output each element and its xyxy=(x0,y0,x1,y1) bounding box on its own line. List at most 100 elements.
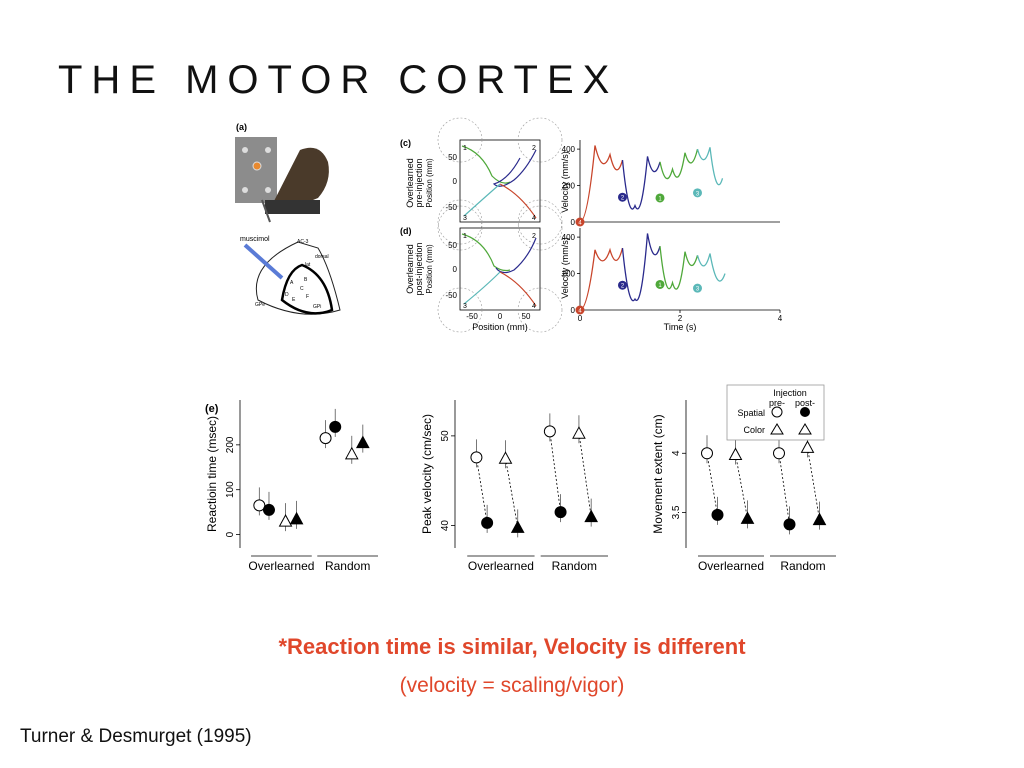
velocity-tick-label: 400 xyxy=(562,233,576,242)
velocity-marker-label: 3 xyxy=(696,191,700,197)
color-post-point xyxy=(289,511,304,525)
velocity-tick-label: 200 xyxy=(562,270,576,279)
citation: Turner & Desmurget (1995) xyxy=(20,726,252,747)
velocity-trace-segment xyxy=(659,148,699,180)
velocity-xlabel: Time (s) xyxy=(664,322,697,332)
tick-label: 0 xyxy=(453,177,458,186)
spatial-post-point xyxy=(262,503,275,516)
tick-label: -50 xyxy=(445,203,457,212)
spatial-post-point xyxy=(554,506,567,519)
velocity-marker xyxy=(655,279,665,289)
velocity-trace-segment xyxy=(579,247,624,311)
velocity-marker-label: 2 xyxy=(621,196,625,202)
area-label: lat xyxy=(305,262,311,268)
area-label: A xyxy=(290,280,294,286)
injection-needle xyxy=(243,243,284,280)
xlabel-position: Position (mm) xyxy=(472,322,528,332)
color-pre-point xyxy=(572,426,586,439)
area-label: C xyxy=(300,286,304,292)
note-sub: (velocity = scaling/vigor) xyxy=(399,674,625,697)
velocity-marker xyxy=(575,217,585,227)
color-post-point xyxy=(510,520,525,533)
corner-number: 1 xyxy=(463,233,467,240)
corner-number: 3 xyxy=(463,303,467,310)
category-label: Overlearned xyxy=(468,559,534,573)
legend-post: post- xyxy=(795,398,815,408)
spatial-pre-point xyxy=(319,432,332,445)
category-label: Random xyxy=(552,559,597,573)
velocity-marker-label: 2 xyxy=(621,284,625,290)
trace-green xyxy=(461,145,511,184)
trace-blue xyxy=(492,149,537,187)
slide-title: THE MOTOR CORTEX xyxy=(58,58,619,102)
corner-number: 4 xyxy=(532,215,536,222)
area-label: B xyxy=(304,277,308,283)
legend-open-circle xyxy=(771,406,783,418)
velocity-ylabel-c: Velocity (mm/s) xyxy=(560,151,570,213)
velocity-marker xyxy=(575,305,585,315)
gpi-outline xyxy=(280,263,334,315)
velocity-marker xyxy=(693,283,702,293)
corner-number: 3 xyxy=(463,215,467,222)
area-label: GPe xyxy=(255,302,265,308)
scatter-tick-label: 50 xyxy=(440,430,451,442)
spatial-post-point xyxy=(711,508,724,521)
category-label: Random xyxy=(325,559,370,573)
category-label: Overlearned xyxy=(248,559,314,573)
chair xyxy=(265,200,320,214)
velocity-tick-label: 0 xyxy=(571,306,576,315)
tick-label: -50 xyxy=(445,291,457,300)
velocity-marker-label: 1 xyxy=(658,283,662,289)
velocity-tick-label: 2 xyxy=(678,314,683,323)
tick-label: -50 xyxy=(466,312,478,321)
velocity-marker xyxy=(618,280,627,290)
velocity-tick-label: 0 xyxy=(571,218,576,227)
category-label: Random xyxy=(780,559,825,573)
pre-post-connector xyxy=(476,457,488,523)
velocity-tick-label: 200 xyxy=(562,182,576,191)
velocity-trace-segment xyxy=(579,145,624,223)
legend-row-spatial: Spatial xyxy=(737,408,765,418)
pre-post-connector xyxy=(706,453,718,515)
velocity-plots: Velocity (mm/s) Velocity (mm/s) Time (s)… xyxy=(560,140,783,332)
velocity-marker xyxy=(655,193,665,203)
velocity-trace-segment xyxy=(696,147,724,186)
velocity-trace-segment xyxy=(621,233,661,302)
corner-number: 2 xyxy=(532,145,536,152)
spatial-pre-point xyxy=(543,425,556,438)
trace-cyan xyxy=(463,183,501,217)
target-circle xyxy=(265,147,271,153)
scatter-ylabel: Movement extent (cm) xyxy=(651,414,665,533)
tick-label: 50 xyxy=(522,312,531,321)
velocity-ylabel-d: Velocity (mm/s) xyxy=(560,237,570,299)
area-label: dorsal xyxy=(315,254,329,260)
tick-label: 0 xyxy=(498,312,503,321)
velocity-marker-label: 3 xyxy=(696,287,700,293)
velocity-trace-segment xyxy=(659,246,699,290)
injection-label: muscimol xyxy=(240,236,270,243)
spatial-pre-point xyxy=(773,447,785,460)
color-post-point xyxy=(584,509,599,523)
corner-number: 4 xyxy=(532,303,536,310)
panel-c-d-position: (c) (d) Overlearned pre-injection Positi… xyxy=(400,117,563,333)
color-pre-point xyxy=(498,451,513,464)
legend-row-color: Color xyxy=(743,425,765,435)
brain-outline xyxy=(255,241,341,315)
area-label: E xyxy=(292,297,296,303)
color-pre-point xyxy=(800,440,815,453)
pre-post-connector xyxy=(549,431,561,513)
tick-label: 50 xyxy=(448,153,457,162)
pre-post-connector xyxy=(807,447,820,520)
trace-red xyxy=(499,183,537,219)
legend-pre: pre- xyxy=(769,398,785,408)
spatial-pre-point xyxy=(470,451,483,464)
row-label-c-1: Overlearned xyxy=(405,158,415,208)
velocity-tick-label: 4 xyxy=(778,314,783,323)
area-label: D xyxy=(285,292,289,298)
area-label: GPi xyxy=(313,304,321,310)
color-post-point xyxy=(812,512,827,526)
scatter-tick-label: 200 xyxy=(225,436,236,453)
pre-post-connector xyxy=(505,458,519,528)
monkey-illustration xyxy=(273,147,329,208)
